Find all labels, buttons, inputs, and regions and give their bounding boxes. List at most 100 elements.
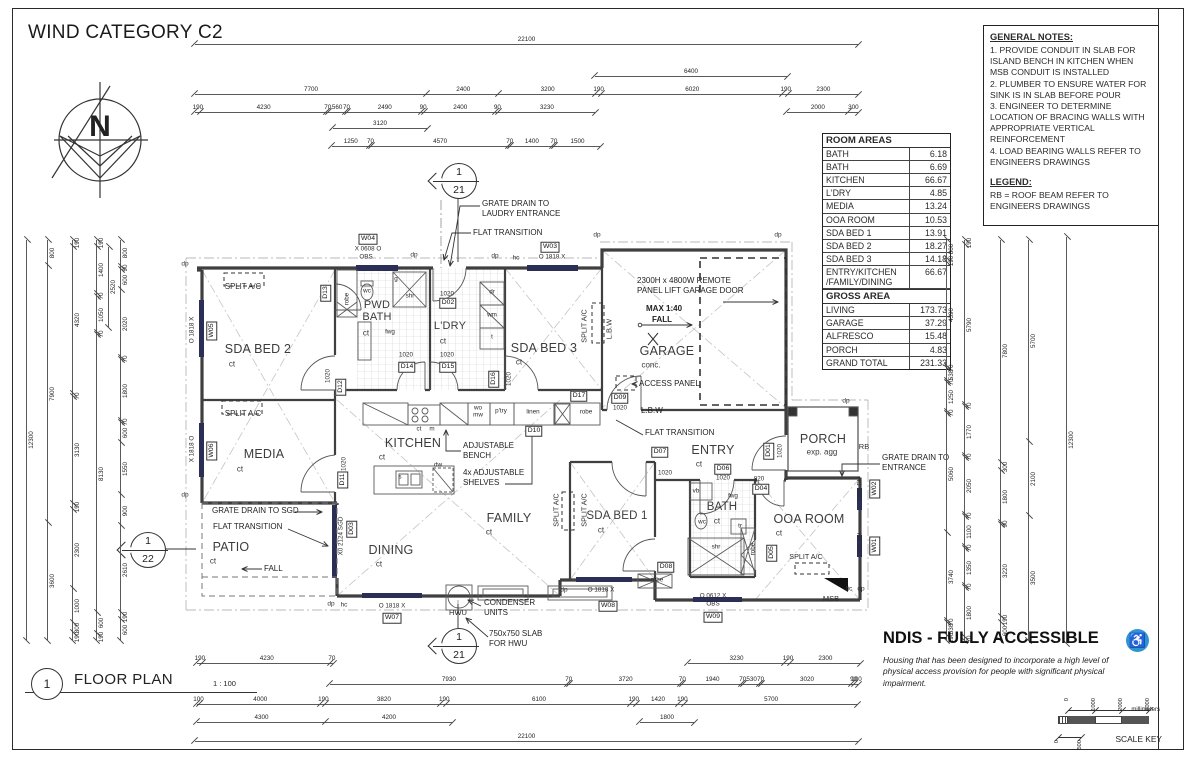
window-size: X 0608 O	[354, 245, 382, 253]
door-size: 1020	[776, 443, 784, 459]
window-tag-w07: W07	[382, 612, 402, 624]
dim-value: 1500	[554, 138, 600, 147]
fixture-wc: wc	[698, 518, 706, 526]
door-size: 820	[753, 475, 765, 483]
dim-value: 1250	[332, 138, 370, 147]
window-size: O 1818 X	[538, 253, 566, 261]
door-size: 1020	[324, 368, 332, 384]
fixtures	[336, 269, 859, 611]
dim-value: 12300	[26, 240, 37, 640]
dp-marker: dp	[842, 397, 850, 405]
dim-value: 600	[120, 619, 131, 641]
wheelchair-icon: ♿	[1126, 629, 1149, 652]
note-fall-patio: FALL	[264, 564, 283, 573]
door-size: 1020	[505, 371, 513, 387]
dim-value: 190	[120, 611, 131, 622]
room-area: 13.91	[924, 227, 947, 238]
legend-heading: LEGEND:	[990, 176, 1032, 187]
note-flat-transition: FLAT TRANSITION	[473, 228, 543, 237]
room-area: 4.85	[929, 188, 947, 199]
dim-value: 4570	[371, 138, 509, 147]
dim-value: 190	[72, 238, 83, 249]
fixture-wc: wc	[363, 287, 371, 295]
door-size: 1020	[612, 404, 628, 412]
door-tag-d01: D01	[763, 442, 775, 460]
note-obs: OBS	[706, 600, 720, 608]
room-label-pwd-bath: PWD BATH	[362, 299, 392, 323]
door-tag-d13: D13	[320, 284, 332, 302]
dim-value: 70	[679, 676, 686, 685]
fixture-vanity-basin: vb	[692, 487, 700, 495]
room-area: 6.69	[929, 162, 947, 173]
window-size: 1806 DH	[856, 476, 864, 502]
room-area: 66.67	[924, 175, 947, 186]
room-name: SDA BED 2	[823, 239, 910, 252]
dim-value: 600	[120, 269, 131, 291]
gross-area-heading: GROSS AREA	[823, 289, 950, 305]
hc-marker: hc	[512, 254, 520, 262]
general-notes-heading: GENERAL NOTES:	[990, 32, 1073, 42]
detail-marker-1-21b: 1 21	[427, 628, 479, 664]
dp-marker: dp	[491, 252, 499, 260]
scale-subline	[1058, 737, 1081, 738]
window-tag-w03: W03	[540, 241, 560, 253]
detail-marker-1-22: 1 22	[116, 532, 168, 568]
gross-area: 37.29	[924, 318, 947, 329]
dim-value: 2520	[108, 247, 119, 327]
room-area: 66.67	[924, 266, 947, 277]
dim-value: 2610	[120, 525, 131, 614]
dim-value: 4230	[200, 104, 327, 113]
dim-value: 5060	[946, 413, 957, 534]
fixture-robe: robe	[749, 542, 757, 556]
detail-sheet: 21	[453, 184, 465, 196]
fixture-linen: linen	[526, 408, 540, 416]
room-finish: ct	[236, 464, 244, 474]
room-label-dining: DINING	[368, 543, 414, 557]
ndis-description: Housing that has been designed to incorp…	[883, 655, 1109, 688]
dim-value: 8130	[96, 335, 107, 613]
note-split-ac: SPLIT A/C	[551, 493, 561, 527]
gross-area: 173.73	[920, 305, 947, 316]
dp-marker: dp	[593, 231, 601, 239]
hc-marker: hc	[845, 585, 853, 593]
dim-value: 800	[120, 240, 131, 267]
room-label-sda-bed-2: SDA BED 2	[224, 342, 292, 356]
dim-value: 1800	[1000, 471, 1011, 523]
note-split-ac: SPLIT A/C	[579, 309, 589, 343]
note-hwu-slab: 750x750 SLAB FOR HWU	[489, 629, 543, 648]
note-flat-transition-entry: FLAT TRANSITION	[645, 428, 715, 437]
dim-value: 1100	[964, 516, 975, 548]
door-tag-d04: D04	[752, 483, 770, 495]
fixture-robe: robe	[579, 408, 593, 416]
scale-tick-label: 0	[1064, 698, 1070, 702]
room-finish: ct	[439, 336, 447, 346]
scale-bar-dark	[1122, 716, 1149, 724]
gross-name: GARAGE	[823, 317, 910, 330]
note-fall: FALL	[652, 315, 672, 324]
dim-value: 7800	[1000, 240, 1011, 463]
dim-value: 190	[72, 631, 83, 642]
scale-tick-label: 1000	[1091, 698, 1097, 711]
dim-value: 2100	[1028, 441, 1039, 517]
room-name: ENTRY/KITCHEN /FAMILY/DINING	[823, 265, 910, 289]
dashed-items	[201, 257, 830, 597]
dim-value: 300	[72, 623, 83, 634]
dim-value: 100	[851, 676, 862, 685]
note-split-ac: SPLIT A/C	[224, 281, 262, 291]
dim-value: 300	[1000, 462, 1011, 472]
room-label-family: FAMILY	[486, 511, 532, 525]
dim-value: 1770	[964, 407, 975, 457]
dim-value: 2050	[964, 458, 975, 515]
table-row: ENTRY/KITCHEN /FAMILY/DINING 66.67	[823, 265, 950, 290]
